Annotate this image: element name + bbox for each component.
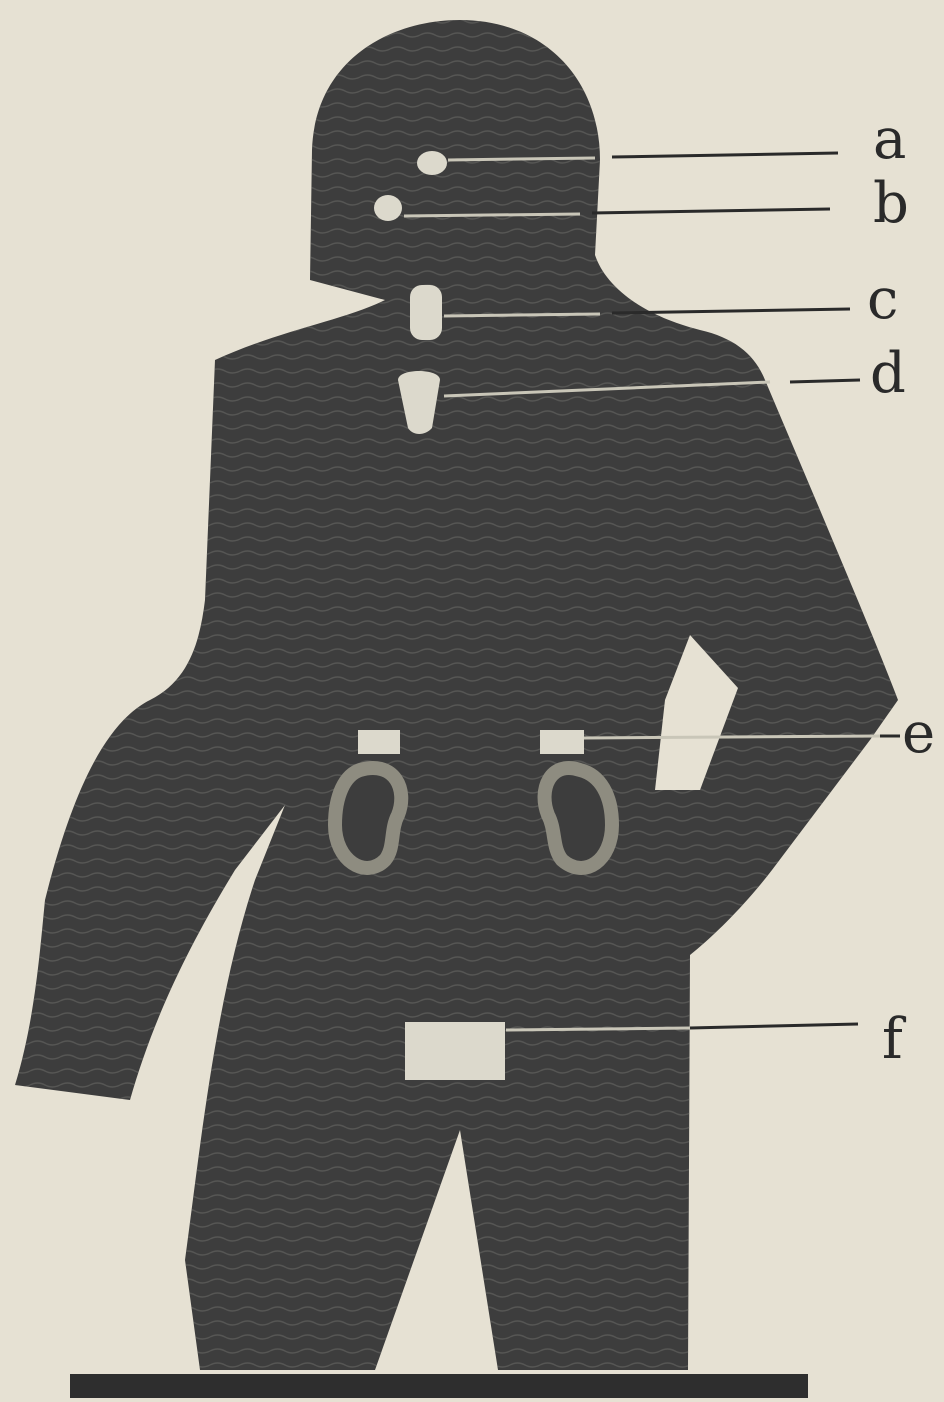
leader-d xyxy=(790,380,860,382)
marker-e-left xyxy=(358,730,400,754)
ground-bar xyxy=(70,1374,808,1398)
leader-a-inner xyxy=(448,158,595,160)
label-e: e xyxy=(902,701,935,766)
label-a: a xyxy=(873,107,906,172)
leader-e-inner xyxy=(584,736,880,738)
leader-f-inner xyxy=(506,1028,690,1030)
marker-b-mouth xyxy=(374,195,402,221)
kidney-right xyxy=(545,768,612,868)
marker-c-throat xyxy=(410,285,442,340)
label-c: c xyxy=(867,267,898,332)
label-d: d xyxy=(870,341,906,406)
kidney-left xyxy=(335,768,401,868)
marker-f-groin xyxy=(405,1022,505,1080)
marker-e-right xyxy=(540,730,584,754)
marker-a-eye xyxy=(417,151,447,175)
leader-c-inner xyxy=(444,314,600,316)
leader-b-inner xyxy=(404,214,580,216)
label-b: b xyxy=(873,171,909,236)
